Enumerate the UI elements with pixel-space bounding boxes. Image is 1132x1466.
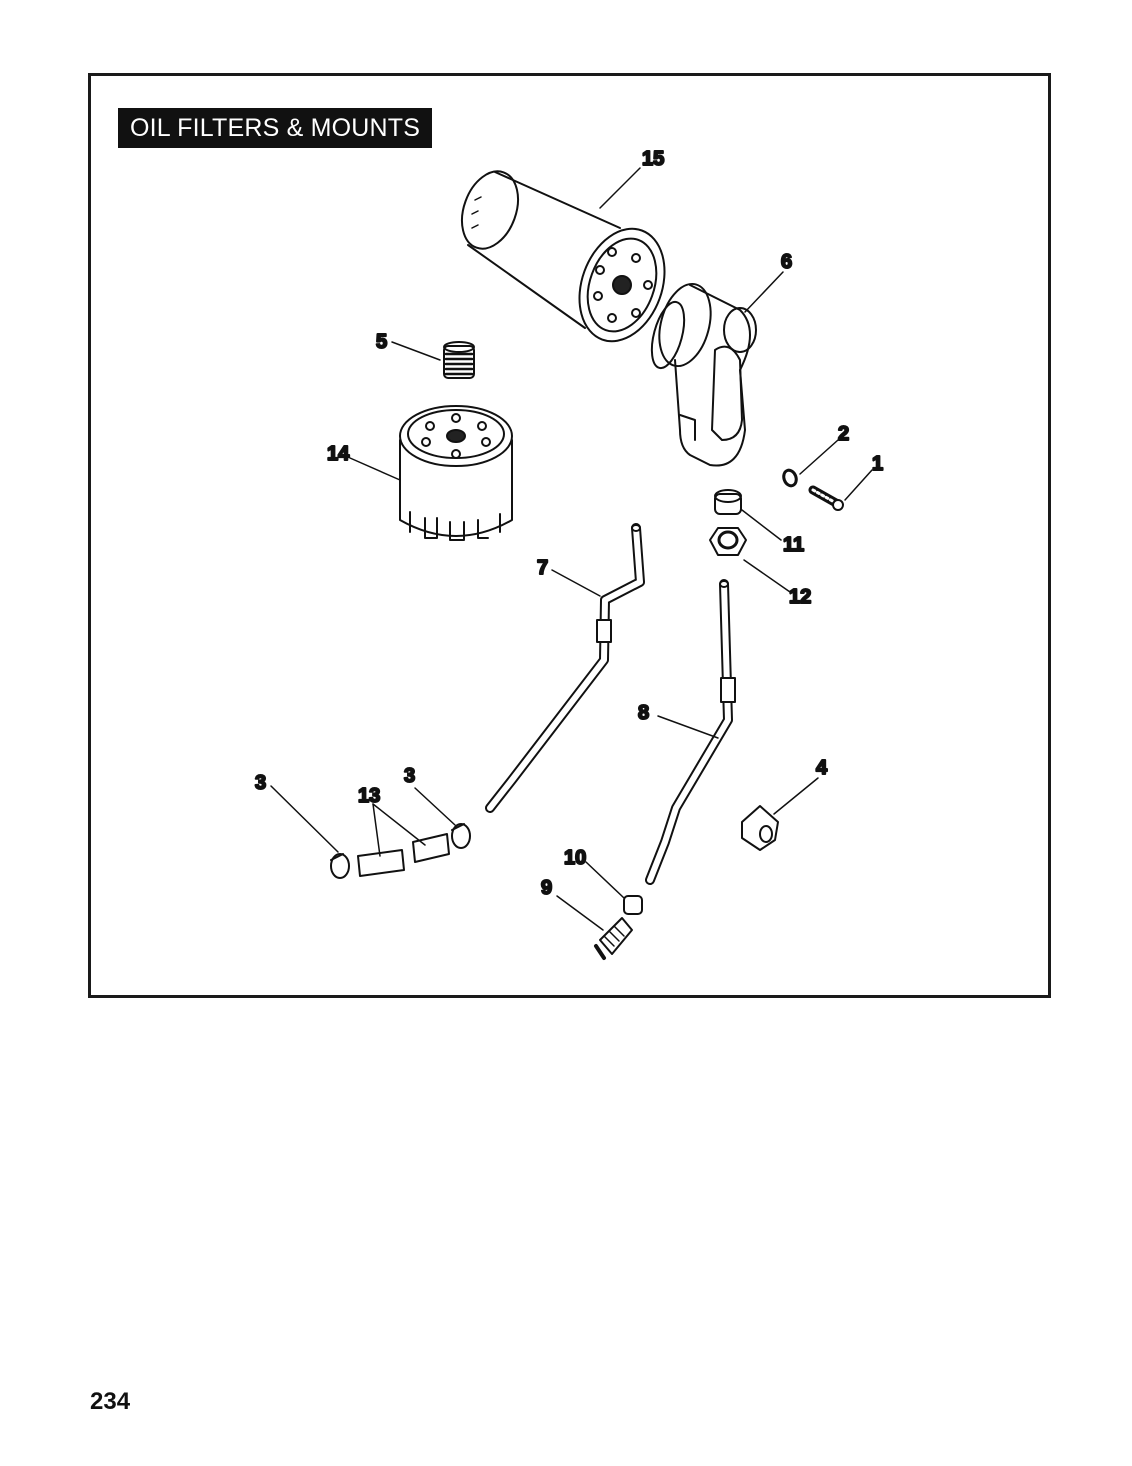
callout-11: 11 — [783, 534, 804, 556]
part-10-spacer — [623, 895, 643, 915]
callout-6: 6 — [781, 251, 792, 273]
callout-13: 13 — [358, 785, 380, 807]
callout-4: 4 — [816, 757, 828, 779]
part-7-oil-line — [485, 523, 645, 813]
callout-2: 2 — [838, 423, 849, 445]
part-14-oil-filter-small — [399, 405, 513, 541]
callout-14: 14 — [327, 443, 350, 465]
part-9-fitting — [594, 917, 633, 960]
part-11-bushing — [714, 489, 742, 515]
part-13-hose — [357, 833, 450, 877]
part-5-threaded-nipple — [443, 341, 475, 379]
callout-9: 9 — [541, 877, 552, 899]
part-3-clamp-right — [451, 823, 471, 849]
callout-leaders — [270, 167, 873, 931]
callout-5: 5 — [376, 331, 387, 353]
part-6-filter-mount — [650, 282, 757, 467]
callout-8: 8 — [638, 702, 649, 724]
callout-3-left: 3 — [255, 772, 266, 794]
page-number: 234 — [90, 1388, 131, 1415]
part-2-washer — [782, 468, 798, 488]
callout-12: 12 — [789, 586, 811, 608]
diagram-title: OIL FILTERS & MOUNTS — [118, 108, 433, 148]
callout-1: 1 — [872, 453, 883, 475]
part-3-clamp-left — [330, 853, 350, 879]
part-4-clip — [741, 805, 779, 851]
callout-numbers: 15 6 5 14 2 1 11 12 7 8 4 3 13 3 10 9 — [254, 147, 884, 900]
part-8-oil-line — [645, 579, 736, 885]
callout-15: 15 — [642, 148, 664, 170]
callout-10: 10 — [564, 847, 586, 869]
part-12-nut — [709, 527, 747, 556]
callout-7: 7 — [537, 557, 548, 579]
part-1-screw — [808, 485, 844, 511]
part-15-oil-filter-large — [460, 170, 666, 343]
diagram-frame — [88, 73, 1051, 998]
callout-3-right: 3 — [404, 765, 415, 787]
